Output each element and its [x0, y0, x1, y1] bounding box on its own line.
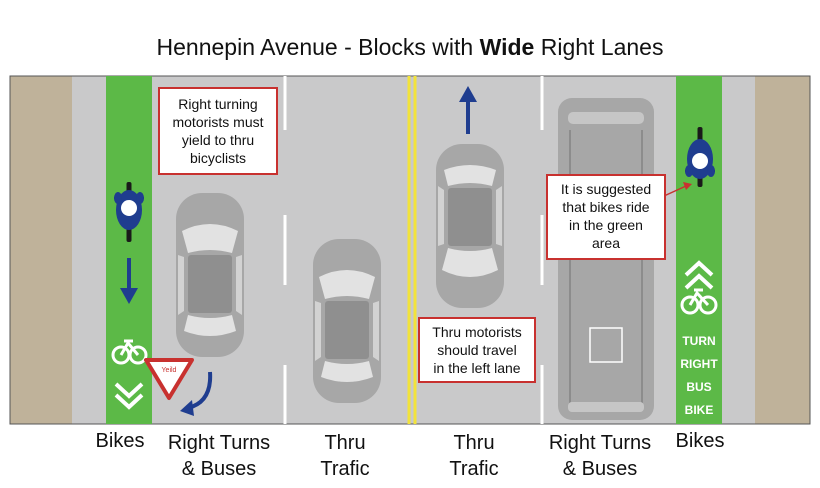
lane-label-thru-left: Thru Trafic [300, 430, 390, 482]
note-right-turning-line-3: yield to thru [181, 132, 255, 148]
note-right-turning: Right turning motorists must yield to th… [158, 87, 278, 175]
note-thru-motorists-line-3: in the left lane [433, 360, 521, 376]
title-prefix: Hennepin Avenue - Blocks with [156, 34, 480, 60]
note-thru-motorists-line-1: Thru motorists [432, 324, 522, 340]
lane-label-thru-right: Thru Trafic [429, 430, 519, 482]
marking-line-2: RIGHT [680, 357, 718, 371]
note-bikes-green-line-3: in the green [569, 217, 643, 233]
note-right-turning-line-4: bicyclists [189, 150, 246, 166]
page-title: Hennepin Avenue - Blocks with Wide Right… [0, 34, 820, 61]
lane-label-thru-left-line-1: Thru [324, 432, 366, 454]
lane-label-bikes-right: Bikes [660, 428, 740, 454]
lane-label-bikes-left-line-1: Bikes [95, 430, 145, 452]
note-bikes-green-line-1: It is suggested [560, 181, 652, 197]
lane-label-right-turns-left-line-1: Right Turns [167, 432, 271, 454]
title-suffix: Right Lanes [534, 34, 664, 60]
lane-label-thru-left-line-2: Trafic [320, 458, 370, 480]
turn-arrow-icon [180, 371, 213, 416]
car-thru-northbound-icon [436, 144, 504, 308]
up-arrow-icon [459, 86, 477, 134]
bike-symbol-right-icon [680, 288, 718, 315]
marking-line-3: BUS [686, 380, 711, 394]
note-bikes-green-line-4: area [591, 235, 621, 251]
lane-label-right-turns-right-line-2: & Buses [562, 458, 638, 480]
yield-sign-text: Yeild [162, 367, 177, 374]
title-emphasis: Wide [479, 34, 535, 60]
note-right-turning-line-1: Right turning [178, 96, 258, 112]
down-arrow-icon [120, 258, 138, 304]
note-pointer-arrow [663, 182, 692, 197]
note-bikes-green-line-2: that bikes ride [562, 199, 650, 215]
yield-sign-icon: Yeild [144, 358, 194, 400]
lane-label-right-turns-left-line-2: & Buses [181, 458, 257, 480]
lane-label-bikes-right-line-1: Bikes [675, 430, 725, 452]
note-thru-motorists: Thru motorists should travel in the left… [418, 317, 536, 383]
bike-lane-left [106, 76, 152, 424]
lane-label-right-turns-right: Right Turns & Buses [536, 430, 664, 482]
lane-label-right-turns-right-line-1: Right Turns [548, 432, 652, 454]
center-line [407, 76, 417, 424]
car-thru-southbound-icon [313, 239, 381, 403]
chevrons-left-icon [114, 382, 144, 410]
note-bikes-green: It is suggested that bikes ride in the g… [546, 174, 666, 260]
lane-label-thru-right-line-2: Trafic [449, 458, 499, 480]
bike-symbol-left-icon [111, 339, 148, 365]
sidewalk-left [10, 76, 72, 424]
marking-line-4: BIKE [685, 403, 714, 417]
chevrons-right-icon [684, 260, 714, 290]
lane-label-right-turns-left: Right Turns & Buses [155, 430, 283, 482]
sidewalk-right [755, 76, 810, 424]
note-thru-motorists-line-2: should travel [437, 342, 517, 358]
marking-line-1: TURN [682, 334, 715, 348]
lane-label-bikes-left: Bikes [80, 428, 160, 454]
turn-right-marking: TURN RIGHT BUS BIKE [680, 334, 718, 417]
car-right-turn-lane-icon [176, 193, 244, 357]
note-right-turning-line-2: motorists must [172, 114, 264, 130]
lane-label-thru-right-line-1: Thru [453, 432, 495, 454]
